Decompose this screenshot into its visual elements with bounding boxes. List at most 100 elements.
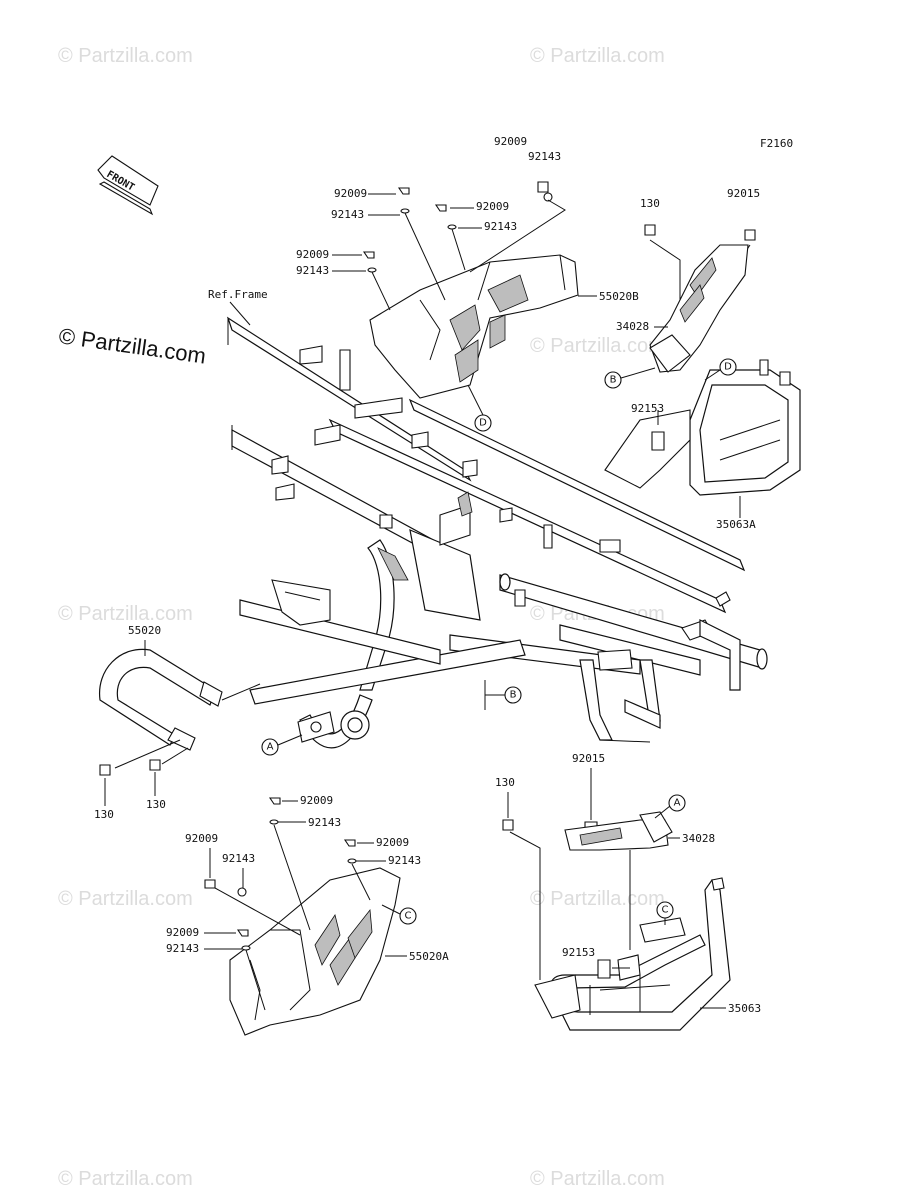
part-92143-label: 92143 [388,854,421,867]
part-92009-label: 92009 [300,794,333,807]
washer-icon [447,224,457,230]
bolt-icon [204,879,216,889]
watermark: © Partzilla.com [58,888,193,910]
front-guard-55020A [229,867,401,1036]
part-92009-label: 92009 [494,135,527,148]
leader-line [229,301,251,326]
part-92015-label: 92015 [727,187,760,200]
leader-line [356,842,386,862]
bolt-icon [597,959,611,979]
right-footrest-assembly [604,224,801,496]
bolt-icon [149,759,161,771]
watermark: © Partzilla.com [530,1168,665,1190]
part-55020-label: 55020 [128,624,161,637]
washer-icon [237,887,247,897]
callout-b1: B [604,367,656,389]
bolt-icon [236,929,249,937]
leader-line [368,193,400,216]
part-35063-label: 35063 [728,1002,761,1015]
washer-icon [543,192,553,202]
bolt-icon [644,224,656,236]
part-92153-label: 92153 [562,946,595,959]
nut-icon [744,229,756,241]
ref-frame-label: Ref.Frame [208,288,268,301]
callout-d1: D [467,384,492,432]
part-92153-label: 92153 [631,402,664,415]
bolt-icon [651,431,665,451]
svg-text:B: B [510,690,517,701]
part-92009-label: 92009 [166,926,199,939]
svg-text:D: D [724,362,732,373]
watermark: © Partzilla.com [530,45,665,67]
leader-line [332,254,366,272]
washer-icon [400,208,410,214]
leader-line [204,932,242,950]
leader-line [278,800,306,823]
svg-text:B: B [610,375,617,386]
part-92143-label: 92143 [331,208,364,221]
bolt-icon [537,181,549,193]
part-92143-label: 92143 [296,264,329,277]
front-arrow-icon: FRONT [97,155,159,216]
frame-assembly [226,316,768,749]
svg-text:C: C [662,905,669,916]
rear-guard-55020B [369,254,579,399]
bolt-icon [502,819,514,831]
part-55020A-label: 55020A [409,950,449,963]
part-92143-label: 92143 [308,816,341,829]
watermark: © Partzilla.com [530,888,665,910]
part-92143-label: 92143 [166,942,199,955]
watermark: © Partzilla.com [530,335,665,357]
part-92009-label: 92009 [334,187,367,200]
washer-icon [269,819,279,825]
callout-a1: A [261,734,303,756]
watermark: © Partzilla.com [58,1168,193,1190]
watermarks: © Partzilla.com © Partzilla.com © Partzi… [58,45,665,1190]
bolt-icon [343,839,356,847]
part-92143-label: 92143 [528,150,561,163]
part-35063A-label: 35063A [716,518,756,531]
callout-c1: C [381,904,417,925]
callout-b2: B [484,680,522,710]
part-130-label: 130 [146,798,166,811]
washer-icon [367,267,377,273]
watermark: © Partzilla.com [58,603,193,625]
guard-bar-55020 [99,648,261,776]
part-34028-label: 34028 [616,320,649,333]
washer-icon [241,945,251,951]
partzilla-watermark: © Partzilla.com [57,323,207,368]
part-130-label: 130 [94,808,114,821]
rear-fasteners [362,181,566,311]
watermark: © Partzilla.com [58,45,193,67]
part-92015-label: 92015 [572,752,605,765]
leader-line [450,207,482,229]
part-92009-label: 92009 [185,832,218,845]
svg-text:C: C [405,911,412,922]
left-footrest-assembly [502,811,731,1031]
part-130-label: 130 [640,197,660,210]
bolt-icon [362,251,375,259]
callout-d2: D [704,358,737,381]
part-92009-label: 92009 [296,248,329,261]
bolt-icon [99,764,111,776]
bolt-icon [268,797,281,805]
part-92009-label: 92009 [476,200,509,213]
part-55020B-label: 55020B [599,290,639,303]
svg-text:A: A [267,742,274,753]
callout-c2: C [656,901,674,925]
svg-text:A: A [674,798,681,809]
bolt-icon [397,187,410,195]
part-92143-label: 92143 [484,220,517,233]
bolt-icon [434,204,447,212]
part-34028-label: 34028 [682,832,715,845]
leader-line [104,772,156,806]
diagram-code: F2160 [760,137,793,150]
washer-icon [347,858,357,864]
part-92143-label: 92143 [222,852,255,865]
svg-text:D: D [479,418,487,429]
part-130-label: 130 [495,776,515,789]
leader-line [209,848,244,888]
part-92009-label: 92009 [376,836,409,849]
